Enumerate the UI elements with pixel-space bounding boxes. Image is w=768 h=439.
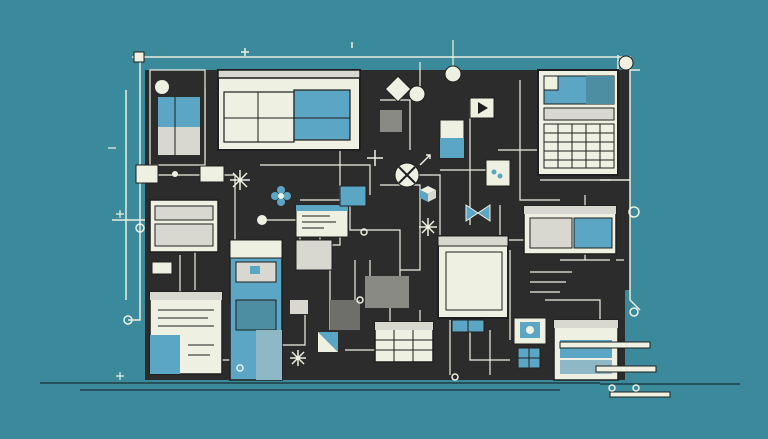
bowtie-icon <box>465 204 491 222</box>
window-main-top-blue-pane <box>293 89 351 141</box>
texture-block-c <box>330 300 360 330</box>
plus-marks <box>108 147 624 380</box>
panel-top-left-dot <box>155 80 169 94</box>
panel-top-left-gray <box>158 127 200 155</box>
side-node-left <box>123 315 133 325</box>
texture-block-d <box>290 300 308 314</box>
block-tall-blue <box>440 138 464 158</box>
sparkle-icon <box>230 42 437 366</box>
side-node-right-low <box>629 307 639 317</box>
arrow-icon <box>419 154 431 166</box>
blue-chip <box>339 185 367 207</box>
decor-circles <box>236 228 640 392</box>
gray-chip <box>295 239 333 271</box>
window-main-top-titlebar <box>217 69 361 79</box>
flower-icon <box>271 186 291 206</box>
baseline-lines <box>40 382 740 391</box>
window-main-top-left-pane <box>223 91 295 143</box>
node-box-mid <box>199 165 225 183</box>
corner-node-top-right <box>618 55 634 71</box>
mini-chip <box>151 261 173 275</box>
window-top-right-grid <box>543 123 615 169</box>
diamond-node <box>384 75 412 103</box>
node-circle-b <box>444 65 462 83</box>
node-circle-a <box>408 85 426 103</box>
joint-dot <box>257 215 267 225</box>
side-node-left-mid <box>135 223 145 233</box>
texture-block-b <box>365 276 409 308</box>
dots-tile <box>485 159 511 187</box>
side-node-right <box>628 206 640 218</box>
node-box-left <box>135 164 159 184</box>
node-dot <box>172 171 178 177</box>
corner-node-top-left <box>133 51 145 63</box>
texture-block-a <box>380 110 402 132</box>
play-icon <box>478 102 488 114</box>
right-bars <box>559 341 671 398</box>
panel-top-left-blue <box>158 97 200 127</box>
